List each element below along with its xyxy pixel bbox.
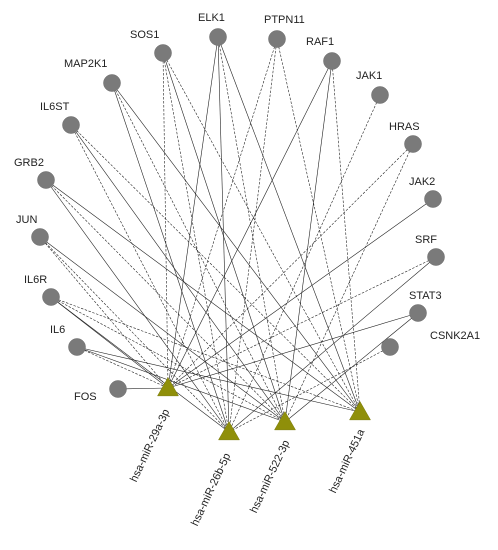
edge-raf1-to-hsa-mir-29a-3p [167, 60, 333, 389]
gene-label-srf: SRF [415, 234, 437, 246]
gene-label-grb2: GRB2 [14, 157, 44, 169]
gene-node-il6st[interactable] [62, 116, 80, 134]
edge-srf-to-hsa-mir-29a-3p [167, 256, 437, 389]
gene-label-jak2: JAK2 [409, 176, 435, 188]
edge-il6-to-hsa-mir-29a-3p [76, 346, 169, 389]
edge-stat3-to-hsa-mir-522-3p [284, 312, 419, 423]
edge-sos1-to-hsa-mir-522-3p [162, 52, 286, 423]
edge-hras-to-hsa-mir-522-3p [284, 143, 414, 423]
edge-il6r-to-hsa-mir-451a [50, 296, 361, 413]
gene-node-ptpn11[interactable] [268, 30, 286, 48]
edge-jak1-to-hsa-mir-26b-5p [228, 94, 381, 433]
gene-node-jak1[interactable] [371, 86, 389, 104]
edge-il6r-to-hsa-mir-26b-5p [50, 296, 230, 433]
gene-label-raf1: RAF1 [306, 36, 334, 48]
gene-label-map2k1: MAP2K1 [64, 58, 107, 70]
gene-node-fos[interactable] [109, 380, 127, 398]
gene-node-map2k1[interactable] [103, 74, 121, 92]
gene-label-fos: FOS [74, 391, 97, 403]
gene-node-il6r[interactable] [42, 288, 60, 306]
nodes-layer [31, 28, 445, 441]
mirna-node-hsa-mir-26b-5p[interactable] [218, 420, 240, 441]
edge-raf1-to-hsa-mir-522-3p [284, 60, 333, 423]
edge-il6r-to-hsa-mir-522-3p [50, 296, 286, 423]
gene-node-jak2[interactable] [424, 190, 442, 208]
gene-label-jun: JUN [16, 214, 37, 226]
gene-label-il6r: IL6R [24, 274, 47, 286]
gene-node-il6[interactable] [68, 338, 86, 356]
gene-node-jun[interactable] [31, 228, 49, 246]
gene-node-raf1[interactable] [323, 52, 341, 70]
edge-elk1-to-hsa-mir-522-3p [217, 36, 286, 423]
edge-elk1-to-hsa-mir-451a [217, 36, 361, 413]
mirna-node-hsa-mir-522-3p[interactable] [274, 410, 296, 431]
edge-grb2-to-hsa-mir-451a [45, 179, 361, 413]
gene-node-grb2[interactable] [37, 171, 55, 189]
edge-elk1-to-hsa-mir-29a-3p [167, 36, 219, 389]
mirna-node-hsa-mir-451a[interactable] [349, 400, 371, 421]
gene-label-ptpn11: PTPN11 [264, 14, 305, 26]
mirna-label-hsa-mir-26b-5p: hsa-miR-26b-5p [189, 451, 233, 528]
edge-jun-to-hsa-mir-522-3p [39, 236, 286, 423]
edge-srf-to-hsa-mir-26b-5p [228, 256, 437, 433]
edge-il6st-to-hsa-mir-522-3p [70, 124, 286, 423]
edge-il6st-to-hsa-mir-451a [70, 124, 361, 413]
gene-label-sos1: SOS1 [130, 29, 159, 41]
mirna-node-hsa-mir-29a-3p[interactable] [157, 376, 179, 397]
edge-raf1-to-hsa-mir-451a [331, 60, 361, 413]
gene-node-hras[interactable] [404, 135, 422, 153]
edge-elk1-to-hsa-mir-26b-5p [217, 36, 230, 433]
edge-il6-to-hsa-mir-451a [76, 346, 361, 413]
edges-layer [39, 36, 437, 433]
gene-node-elk1[interactable] [209, 28, 227, 46]
gene-node-csnk2a1[interactable] [381, 338, 399, 356]
edge-csnk2a1-to-hsa-mir-26b-5p [228, 346, 391, 433]
edge-map2k1-to-hsa-mir-26b-5p [111, 82, 230, 433]
edge-sos1-to-hsa-mir-26b-5p [162, 52, 230, 433]
gene-node-stat3[interactable] [409, 304, 427, 322]
gene-label-jak1: JAK1 [356, 70, 382, 82]
gene-node-srf[interactable] [427, 248, 445, 266]
edge-jak2-to-hsa-mir-29a-3p [167, 198, 434, 389]
edge-sos1-to-hsa-mir-29a-3p [162, 52, 169, 389]
mirna-label-hsa-mir-29a-3p: hsa-miR-29a-3p [128, 407, 172, 484]
edge-grb2-to-hsa-mir-26b-5p [45, 179, 230, 433]
edge-sos1-to-hsa-mir-451a [162, 52, 361, 413]
edge-stat3-to-hsa-mir-29a-3p [167, 312, 419, 389]
gene-label-il6: IL6 [50, 324, 65, 336]
gene-label-elk1: ELK1 [198, 12, 225, 24]
mirna-label-hsa-mir-451a: hsa-miR-451a [327, 427, 367, 495]
mirna-label-hsa-mir-522-3p: hsa-miR-522-3p [248, 438, 292, 515]
edge-jun-to-hsa-mir-26b-5p [39, 236, 230, 433]
edge-map2k1-to-hsa-mir-522-3p [111, 82, 286, 423]
gene-label-il6st: IL6ST [40, 101, 70, 113]
gene-label-stat3: STAT3 [409, 290, 442, 302]
edge-hras-to-hsa-mir-29a-3p [167, 143, 414, 389]
edge-ptpn11-to-hsa-mir-26b-5p [228, 38, 278, 433]
gene-label-hras: HRAS [389, 121, 420, 133]
edge-grb2-to-hsa-mir-522-3p [45, 179, 286, 423]
gene-node-sos1[interactable] [154, 44, 172, 62]
edge-il6st-to-hsa-mir-26b-5p [70, 124, 230, 433]
edge-ptpn11-to-hsa-mir-29a-3p [167, 38, 278, 389]
edge-map2k1-to-hsa-mir-451a [111, 82, 361, 413]
gene-label-csnk2a1: CSNK2A1 [430, 330, 480, 342]
edge-ptpn11-to-hsa-mir-451a [276, 38, 361, 413]
edge-il6-to-hsa-mir-522-3p [76, 346, 286, 423]
